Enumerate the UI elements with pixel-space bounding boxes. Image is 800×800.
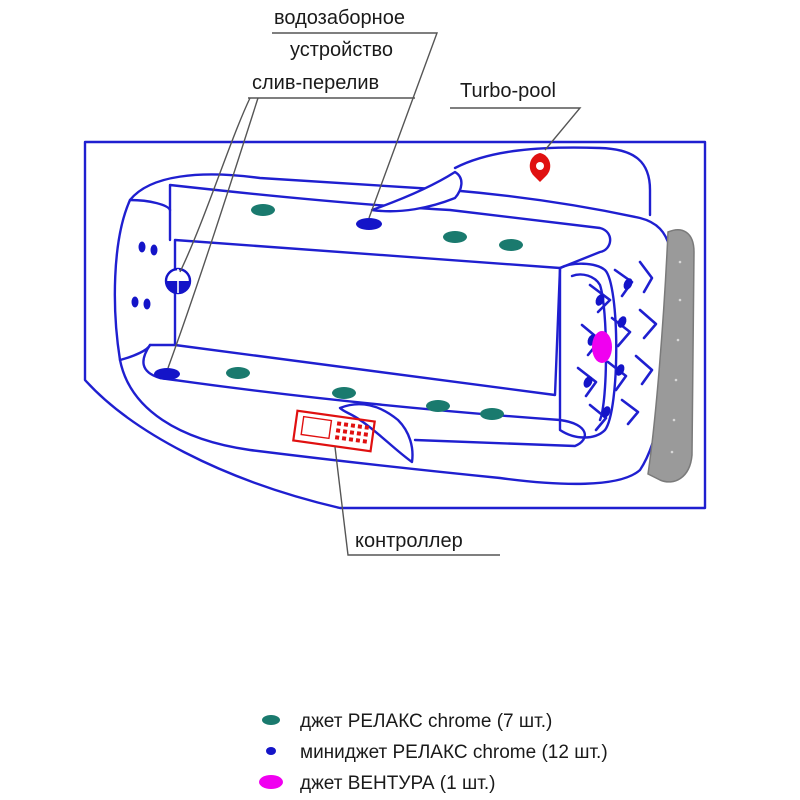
label-intake-line2: устройство: [290, 39, 393, 61]
relax-jet-6: [426, 400, 450, 412]
label-controller: контроллер: [355, 530, 463, 552]
drain-outlet: [154, 368, 180, 380]
left-minijets: [131, 241, 158, 310]
lower-armrest: [338, 403, 414, 464]
legend-ventura-text: джет ВЕНТУРА (1 шт.): [300, 773, 495, 794]
leader-lines: [167, 32, 582, 556]
turbo-pool-icon: [529, 153, 551, 182]
relax-jet-2: [443, 231, 467, 243]
backrest-wave-pattern: [576, 260, 658, 432]
legend-ventura-swatch: [259, 775, 283, 789]
tub-basin: [173, 238, 562, 397]
left-end-bench: [118, 198, 172, 362]
legend-minijet-text: миниджет РЕЛАКС chrome (12 шт.): [300, 742, 608, 763]
tub-outer-frame: [83, 140, 707, 510]
relax-jet-1: [251, 204, 275, 216]
turbo-pool-deck: [453, 146, 652, 217]
label-turbo: Turbo-pool: [460, 80, 556, 102]
relax-jet-3: [499, 239, 523, 251]
relax-jet-7: [480, 408, 504, 420]
drain-overflow-icon: [164, 267, 192, 295]
label-drain: слив-перелив: [252, 72, 379, 94]
relax-jet-4: [226, 367, 250, 379]
legend: джет РЕЛАКС chrome (7 шт.) миниджет РЕЛА…: [259, 711, 608, 794]
relax-jet-5: [332, 387, 356, 399]
label-intake-line1: водозаборное: [274, 7, 405, 29]
headrest: [647, 229, 695, 483]
upper-armrest: [370, 170, 463, 213]
legend-minijet-swatch: [266, 747, 276, 755]
legend-relax-jet-swatch: [262, 715, 280, 725]
water-intake-device: [356, 218, 382, 230]
legend-relax-jet-text: джет РЕЛАКС chrome (7 шт.): [300, 711, 552, 732]
ventura-jet: [592, 331, 612, 363]
relax-jets: [226, 204, 523, 420]
lower-bench: [142, 343, 586, 448]
controller-icon: [292, 409, 376, 453]
headrest-dots: [670, 260, 682, 454]
backrest: [558, 262, 618, 439]
tub-inner-rim: [113, 173, 674, 486]
